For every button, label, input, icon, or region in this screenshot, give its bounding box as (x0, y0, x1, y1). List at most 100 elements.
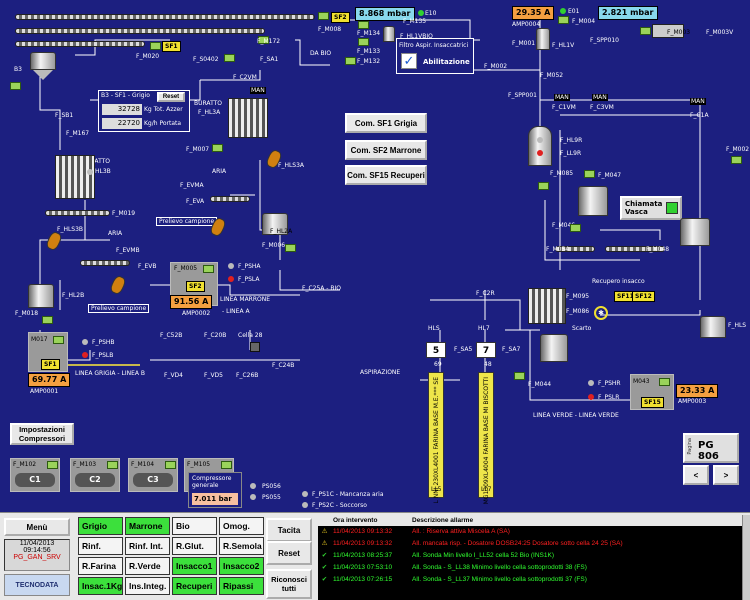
dept-button-r-glut-[interactable]: R.Glut. (172, 537, 217, 555)
hl1v-filter-silo[interactable] (536, 28, 550, 50)
f-m085-icon[interactable] (538, 182, 549, 190)
m003-blower[interactable] (652, 24, 684, 38)
dept-button-r-semola[interactable]: R.Semola (219, 537, 264, 555)
dept-button-rinf-int-[interactable]: Rinf. Int. (125, 537, 170, 555)
f-m020-motor-icon[interactable] (150, 42, 161, 50)
dept-button-recuperi[interactable]: Recuperi (172, 577, 217, 595)
menu-button[interactable]: Menù (4, 518, 70, 536)
f-m134-icon[interactable] (358, 21, 369, 29)
chiamata-vasca-indicator[interactable] (666, 202, 678, 214)
com-sf1-grigia-button[interactable]: Com. SF1 Grigia (345, 113, 427, 133)
f-m104-icon[interactable] (165, 461, 176, 469)
com-sf15-recuperi-button[interactable]: Com. SF15 Recuperi (345, 165, 427, 185)
f-c52b-label: F_C52B (160, 332, 183, 339)
evb-air-valve[interactable] (80, 260, 130, 266)
f-m105-icon[interactable] (221, 461, 232, 469)
f-m046-icon[interactable] (570, 224, 581, 232)
dept-button-rinf-[interactable]: Rinf. (78, 537, 123, 555)
scarto-gauge-icon[interactable]: ✱ (594, 306, 608, 320)
eva-air-valve[interactable] (210, 196, 250, 202)
ps056-status-dot (250, 483, 256, 489)
sifter-scarto[interactable] (528, 288, 566, 324)
compressor-c1[interactable]: F_M102 C1 (10, 458, 60, 492)
dept-button-insacco2[interactable]: Insacco2 (219, 557, 264, 575)
com-sf2-marrone-button[interactable]: Com. SF2 Marrone (345, 140, 427, 160)
bio-filter-silo[interactable] (383, 26, 395, 42)
f-m102-label: F_M102 (13, 461, 37, 468)
hl9r-silo[interactable] (528, 126, 552, 166)
sifter-hl3a[interactable] (228, 98, 268, 138)
f-m047-icon[interactable] (584, 170, 595, 178)
cella-28-valve[interactable] (250, 342, 260, 352)
dept-button-omog-[interactable]: Omog. (219, 517, 264, 535)
f-s0402-icon[interactable] (224, 54, 235, 62)
m043-motor-panel[interactable]: M043 SF15 (630, 374, 674, 410)
dept-button-ripassi[interactable]: Ripassi (219, 577, 264, 595)
next-page-button[interactable]: > (713, 465, 739, 485)
alarm-time: 11/04/2013 09:13:32 (333, 528, 393, 535)
counter-reset-button[interactable]: Reset (157, 92, 185, 102)
e10-status-indicator (418, 10, 424, 16)
f-m006-icon[interactable] (285, 244, 296, 252)
dept-button-r-farina[interactable]: R.Farina (78, 557, 123, 575)
reset-alarms-button[interactable]: Reset (266, 541, 312, 565)
dept-button-r-verde[interactable]: R.Verde (125, 557, 170, 575)
silo-7-column[interactable]: MG1309XL4004 FARINA BASE MI BISCOTTI (478, 372, 494, 504)
f-m044-icon[interactable] (514, 372, 525, 380)
f-m008-motor-icon[interactable] (318, 12, 329, 20)
aspirazione-label: ASPIRAZIONE (360, 369, 401, 376)
alarm-list[interactable]: Ora intervento Descrizione allarme ⚠11/0… (318, 515, 742, 600)
abilitazione-checkbox[interactable]: ✓ (401, 53, 417, 69)
f-sa7-label: F_SA7 (502, 346, 521, 353)
b3-filter-silo[interactable] (30, 52, 56, 70)
f-c20b-label: F_C20B (204, 332, 227, 339)
f-m007-icon[interactable] (212, 144, 223, 152)
compressor-c3[interactable]: F_M104 C3 (128, 458, 178, 492)
dept-button-insac-1kg[interactable]: Insac.1Kg (78, 577, 123, 595)
f-m133-icon[interactable] (358, 38, 369, 46)
f-m172-motor-icon[interactable] (258, 36, 269, 44)
f-m004-icon[interactable] (558, 16, 569, 24)
right-hopper[interactable] (680, 218, 710, 246)
m047-hopper[interactable] (578, 186, 608, 216)
sifter-hl3b[interactable] (55, 155, 95, 199)
f-ps1c-label: F_PS1C - Mancanza aria (312, 491, 384, 498)
f-m018-icon[interactable] (42, 316, 53, 324)
dept-button-grigio[interactable]: Grigio (78, 517, 123, 535)
compressor-c2[interactable]: F_M103 C2 (70, 458, 120, 492)
m017-icon[interactable] (53, 336, 64, 344)
m017-motor-panel[interactable]: M017 SF1 (28, 332, 68, 372)
compressore-generale-panel: Compressore generale 7.011 bar (188, 472, 242, 508)
descrizione-allarme-header: Descrizione allarme (412, 517, 474, 524)
hl2b-hopper[interactable] (28, 284, 54, 308)
f-m002-right-icon[interactable] (731, 156, 742, 164)
f-m102-icon[interactable] (47, 461, 58, 469)
chiamata-vasca-panel[interactable]: Chiamata Vasca (620, 196, 682, 220)
prev-page-button[interactable]: < (683, 465, 709, 485)
m043-icon[interactable] (659, 378, 670, 386)
alarm-list-scrollbar[interactable] (742, 515, 750, 600)
riconosci-tutti-button[interactable]: Riconosci tutti (266, 569, 312, 599)
compressore-generale-pressure: 7.011 bar (192, 493, 238, 505)
impostazioni-compressori-button[interactable]: Impostazioni Compressori (10, 423, 74, 445)
m044-hopper[interactable] (540, 334, 568, 362)
hl2a-hopper[interactable] (262, 213, 288, 235)
f-m132-icon[interactable] (345, 57, 356, 65)
f-m103-icon[interactable] (107, 461, 118, 469)
dept-button-ins-integ-[interactable]: Ins.Integ. (125, 577, 170, 595)
dept-button-bio[interactable]: Bio (172, 517, 217, 535)
dept-button-marrone[interactable]: Marrone (125, 517, 170, 535)
dept-button-insacco1[interactable]: Insacco1 (172, 557, 217, 575)
f-m103-label: F_M103 (73, 461, 97, 468)
silo-5-column[interactable]: L NNI 230XL4001 FARINA BASE M.E.*** SE (428, 372, 444, 503)
b3-motor-icon[interactable] (10, 82, 21, 90)
tacita-button[interactable]: Tacita (266, 518, 312, 542)
f-m003-motor-icon[interactable] (640, 27, 651, 35)
hls-hopper[interactable] (700, 316, 726, 338)
f-m005-icon[interactable] (203, 265, 214, 273)
